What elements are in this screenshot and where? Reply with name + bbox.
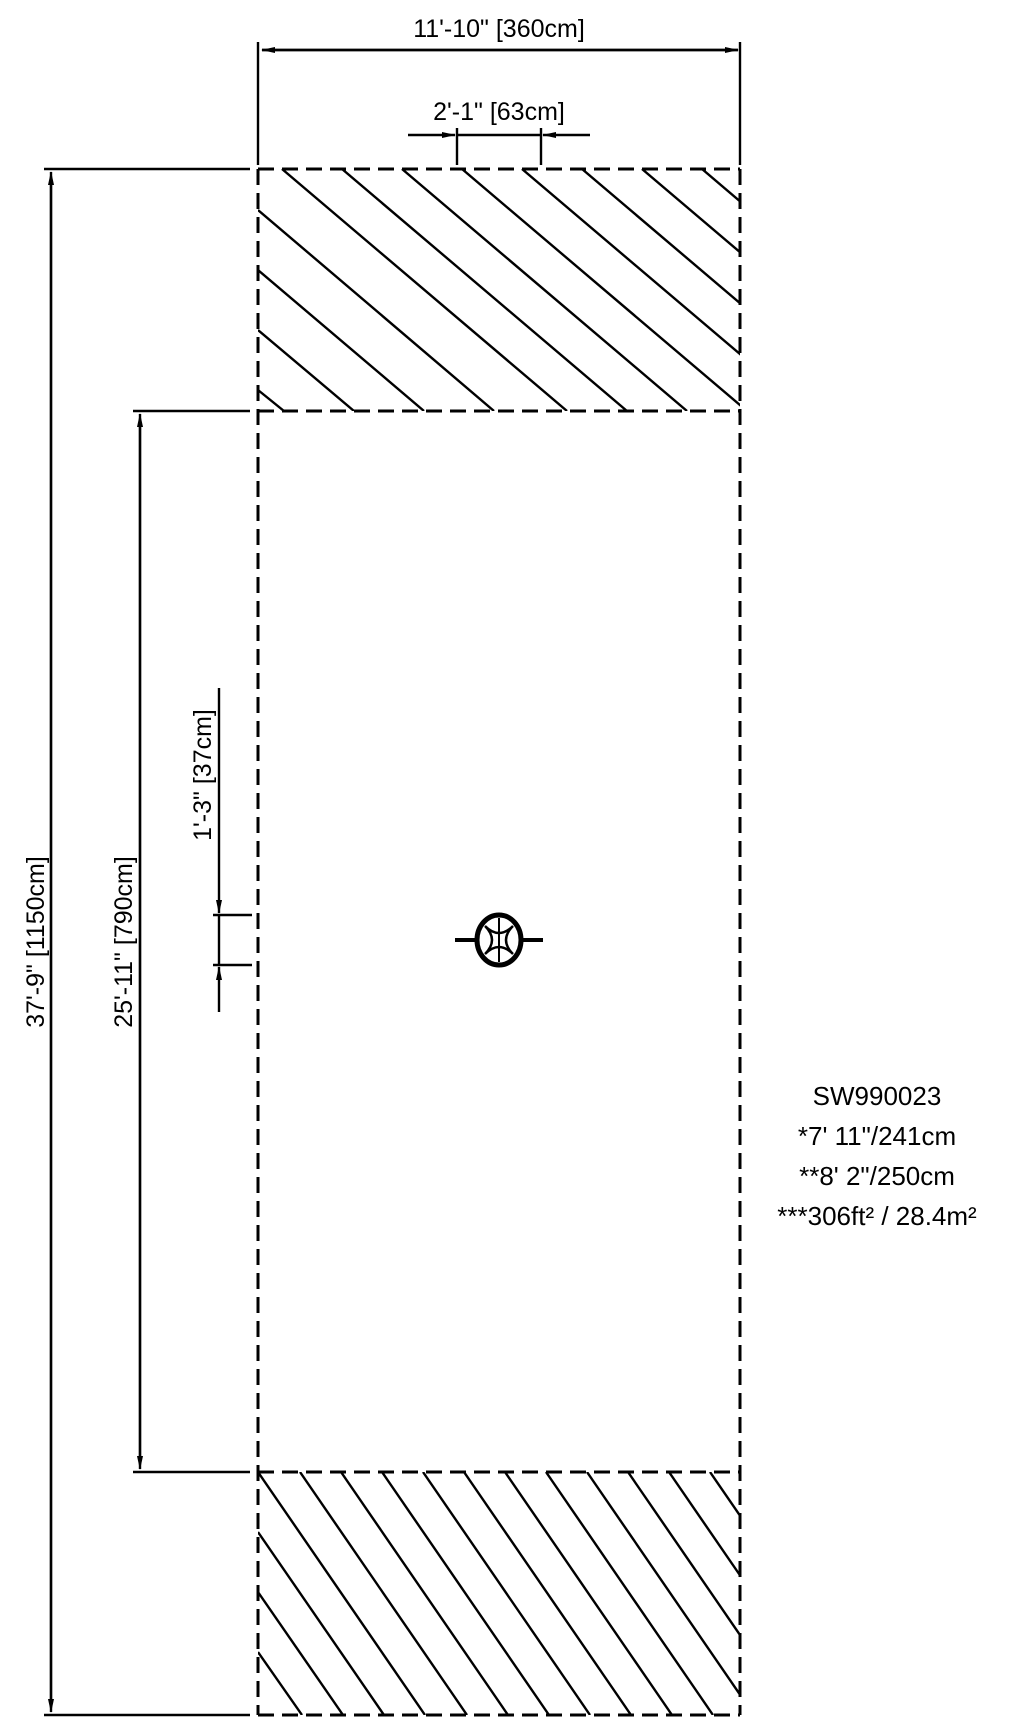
opening-width-label: 2'-1" [63cm] (433, 98, 565, 126)
dim-overall-length (44, 167, 250, 1717)
info-line-2: **8' 2"/250cm (799, 1161, 955, 1191)
hatch-bottom (258, 1472, 740, 1715)
product-info: SW990023 *7' 11"/241cm **8' 2"/250cm ***… (730, 1076, 1024, 1236)
area-outline (256, 167, 742, 1717)
dim-opening-offset (213, 688, 252, 1012)
dim-opening-width (408, 128, 590, 165)
center-length-label: 25'-11" [790cm] (110, 856, 138, 1028)
dim-center-length (133, 409, 250, 1474)
info-line-1: *7' 11"/241cm (797, 1121, 957, 1151)
opening-offset-label: 1'-3" [37cm] (189, 709, 217, 841)
model-number: SW990023 (812, 1081, 942, 1111)
overall-length-label: 37'-9" [1150cm] (22, 856, 50, 1028)
info-line-3: ***306ft² / 28.4m² (777, 1201, 977, 1231)
hatch-top (258, 169, 740, 411)
overall-width-label: 11'-10" [360cm] (413, 15, 585, 43)
swivel-mount-icon (455, 912, 543, 968)
dim-overall-width (256, 42, 742, 165)
